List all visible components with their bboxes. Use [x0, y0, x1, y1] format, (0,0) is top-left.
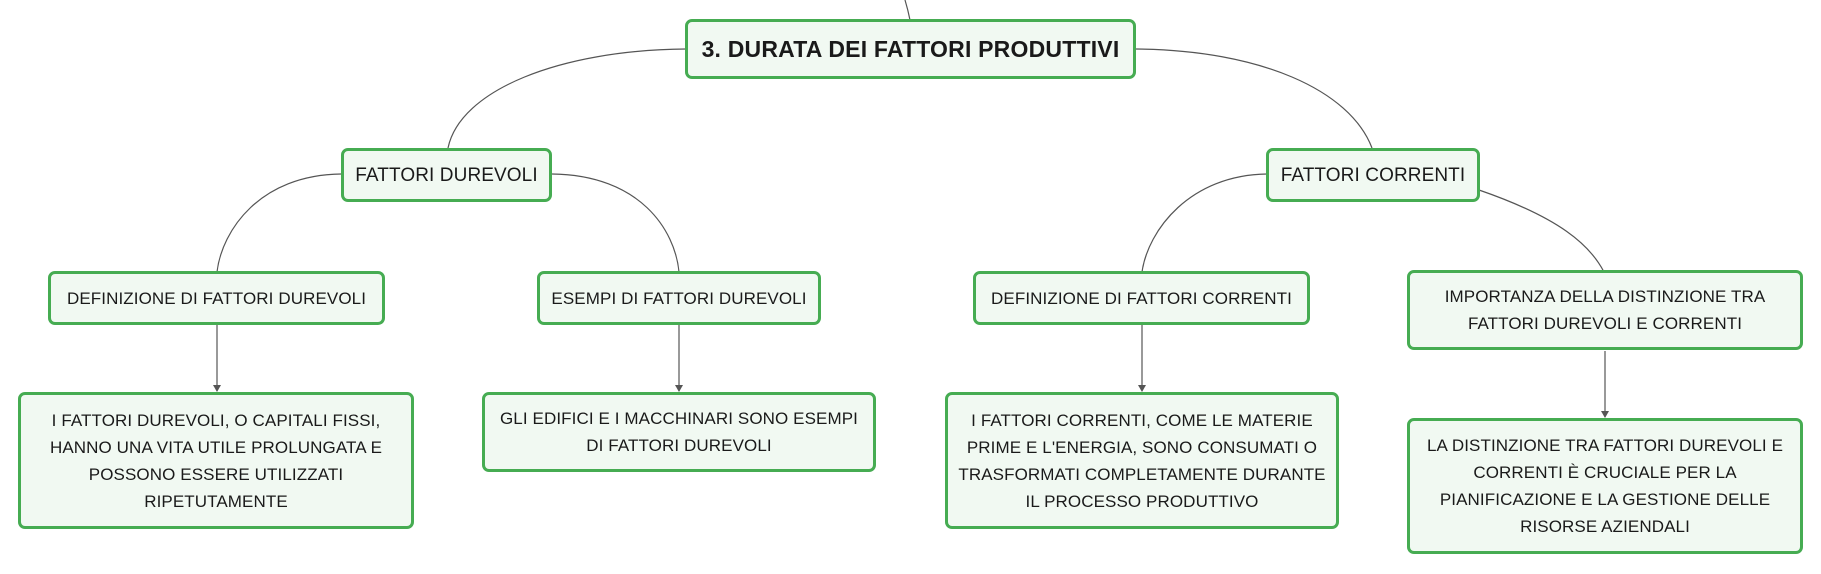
importanza-distinzione-detail-node[interactable]: LA DISTINZIONE TRA FATTORI DUREVOLI E CO…	[1407, 418, 1803, 554]
connector-correnti-to-definizione	[1141, 173, 1268, 273]
connector-root-to-durevoli	[447, 48, 687, 149]
esempi-durevoli-detail-node[interactable]: GLI EDIFICI E I MACCHINARI SONO ESEMPI D…	[482, 392, 876, 472]
definizione-durevoli-detail-text: I FATTORI DUREVOLI, O CAPITALI FISSI, HA…	[49, 410, 383, 511]
root-topic-node[interactable]: 3. DURATA DEI FATTORI PRODUTTIVI	[685, 19, 1136, 79]
definizione-durevoli-label: DEFINIZIONE DI FATTORI DUREVOLI	[66, 288, 367, 308]
definizione-correnti-detail-text: I FATTORI CORRENTI, COME LE MATERIE PRIM…	[958, 410, 1326, 511]
importanza-distinzione-detail-text: LA DISTINZIONE TRA FATTORI DUREVOLI E CO…	[1426, 436, 1784, 536]
esempi-durevoli-node[interactable]: ESEMPI DI FATTORI DUREVOLI	[537, 271, 821, 325]
root-topic-label: 3. DURATA DEI FATTORI PRODUTTIVI	[701, 35, 1120, 62]
definizione-durevoli-detail-node[interactable]: I FATTORI DUREVOLI, O CAPITALI FISSI, HA…	[18, 392, 414, 529]
connector-correnti-to-importanza	[1478, 189, 1605, 273]
definizione-durevoli-node[interactable]: DEFINIZIONE DI FATTORI DUREVOLI	[48, 271, 385, 325]
fattori-durevoli-label: FATTORI DUREVOLI	[355, 164, 538, 186]
importanza-distinzione-label: IMPORTANZA DELLA DISTINZIONE TRA FATTORI…	[1444, 287, 1766, 333]
definizione-correnti-detail-node[interactable]: I FATTORI CORRENTI, COME LE MATERIE PRIM…	[945, 392, 1339, 529]
esempi-durevoli-detail-text: GLI EDIFICI E I MACCHINARI SONO ESEMPI D…	[499, 409, 859, 455]
fattori-durevoli-node[interactable]: FATTORI DUREVOLI	[341, 148, 552, 202]
connector-parent-to-root	[904, 0, 911, 21]
fattori-correnti-label: FATTORI CORRENTI	[1280, 164, 1466, 186]
connector-root-to-correnti	[1135, 48, 1373, 149]
connector-durevoli-to-definizione	[216, 173, 342, 273]
definizione-correnti-node[interactable]: DEFINIZIONE DI FATTORI CORRENTI	[973, 271, 1310, 325]
esempi-durevoli-label: ESEMPI DI FATTORI DUREVOLI	[551, 288, 807, 308]
definizione-correnti-label: DEFINIZIONE DI FATTORI CORRENTI	[991, 288, 1292, 308]
importanza-distinzione-node[interactable]: IMPORTANZA DELLA DISTINZIONE TRA FATTORI…	[1407, 270, 1803, 350]
fattori-correnti-node[interactable]: FATTORI CORRENTI	[1266, 148, 1480, 202]
connector-durevoli-to-esempi	[551, 173, 680, 273]
